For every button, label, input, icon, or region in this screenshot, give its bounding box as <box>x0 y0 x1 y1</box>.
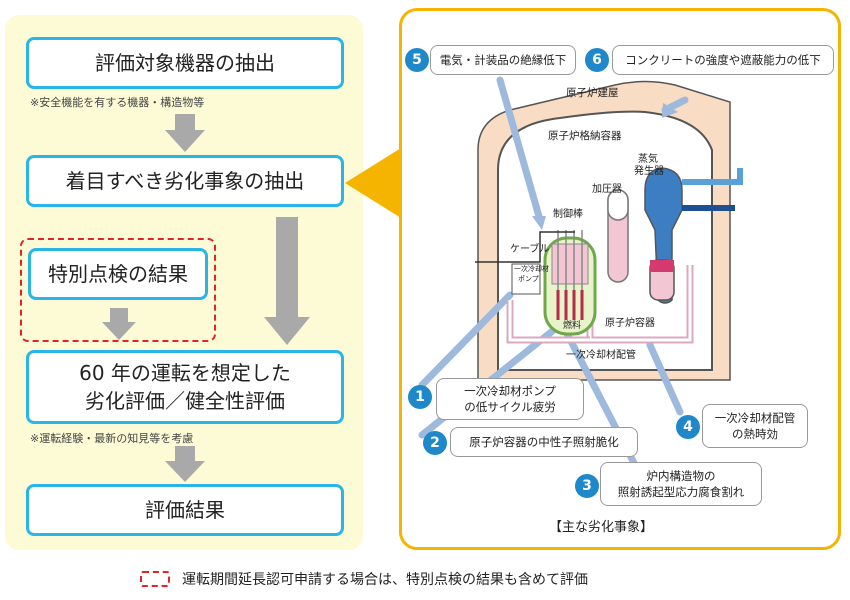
number-badge-5: 5 <box>405 48 429 72</box>
callout-2-text: 原子炉容器の中性子照射脆化 <box>469 435 619 449</box>
flow-step-extract-degradation: 着目すべき劣化事象の抽出 <box>26 155 344 207</box>
callout-3-line2: 照射誘起型応力腐食割れ <box>617 485 745 499</box>
flow-step-evaluation: 60 年の運転を想定した 劣化評価／健全性評価 <box>26 350 344 424</box>
label-containment: 原子炉格納容器 <box>548 130 622 142</box>
flow-special-text: 特別点検の結果 <box>48 262 188 286</box>
footer-text: 運転期間延長認可申請する場合は、特別点検の結果も含めて評価 <box>182 572 588 588</box>
callout-5-text: 電気・計装品の絶縁低下 <box>439 53 567 67</box>
arrow-down-long-icon <box>264 217 310 345</box>
number-badge-4: 4 <box>676 415 700 439</box>
label-sg-2: 発生器 <box>634 166 664 177</box>
callout-6-text: コンクリートの強度や遮蔽能力の低下 <box>625 53 821 67</box>
degradation-title: 【主な劣化事象】 <box>549 520 654 535</box>
label-pump-1: 一次冷却材 <box>514 265 549 273</box>
flow-note-1: ※安全機能を有する機器・構造物等 <box>30 96 205 109</box>
callout-insulation: 電気・計装品の絶縁低下 <box>430 45 576 75</box>
footer-legend: 運転期間延長認可申請する場合は、特別点検の結果も含めて評価 <box>140 569 588 589</box>
label-vessel: 原子炉容器 <box>605 318 655 329</box>
flow-step-3-line2: 劣化評価／健全性評価 <box>85 389 285 413</box>
flow-step-4-text: 評価結果 <box>145 498 225 522</box>
callout-4-line1: 一次冷却材配管 <box>714 411 796 425</box>
callout-neutron-embrittlement: 原子炉容器の中性子照射脆化 <box>450 427 638 457</box>
callout-1-line1: 一次冷却材ポンプ <box>464 384 556 398</box>
label-cable: ケーブル <box>510 244 550 255</box>
label-pressurizer: 加圧器 <box>592 184 622 195</box>
number-badge-2: 2 <box>423 431 447 455</box>
label-control-rod: 制御棒 <box>553 209 583 220</box>
plant-illustration <box>418 76 743 469</box>
callout-iascc: 炉内構造物の 照射誘起型応力腐食割れ <box>600 462 762 506</box>
dashed-legend-icon <box>140 571 170 587</box>
special-inspection-dashed-frame <box>20 238 216 342</box>
callout-1-line2: の低サイクル疲労 <box>464 400 556 414</box>
flow-step-3-line1: 60 年の運転を想定した <box>79 361 291 385</box>
callout-thermal-aging: 一次冷却材配管 の熱時効 <box>702 404 808 448</box>
callout-pump-fatigue: 一次冷却材ポンプ の低サイクル疲労 <box>436 378 584 420</box>
callout-4-line2: の熱時効 <box>732 427 778 441</box>
label-piping: 一次冷却材配管 <box>566 350 636 361</box>
flow-step-extract-equipment: 評価対象機器の抽出 <box>26 37 344 89</box>
connector-triangle-icon <box>345 148 401 218</box>
label-pump-2: ポンプ <box>518 275 539 283</box>
callout-3-line1: 炉内構造物の <box>646 469 716 483</box>
label-building: 原子炉建屋 <box>566 87 619 99</box>
flow-step-1-text: 評価対象機器の抽出 <box>95 51 275 75</box>
flow-step-result: 評価結果 <box>26 484 344 536</box>
arrow-down-icon <box>165 446 205 482</box>
number-badge-3: 3 <box>575 474 599 498</box>
number-badge-6: 6 <box>585 48 609 72</box>
flow-step-special-inspection: 特別点検の結果 <box>28 248 208 300</box>
arrow-down-icon <box>165 114 205 152</box>
label-fuel: 燃料 <box>563 321 582 331</box>
label-sg-1: 蒸気 <box>638 154 658 165</box>
number-badge-1: 1 <box>408 385 432 409</box>
flow-note-2: ※運転経験・最新の知見等を考慮 <box>30 432 194 445</box>
flow-step-2-text: 着目すべき劣化事象の抽出 <box>65 169 305 193</box>
arrow-down-icon <box>102 308 136 340</box>
callout-concrete: コンクリートの強度や遮蔽能力の低下 <box>612 45 834 75</box>
